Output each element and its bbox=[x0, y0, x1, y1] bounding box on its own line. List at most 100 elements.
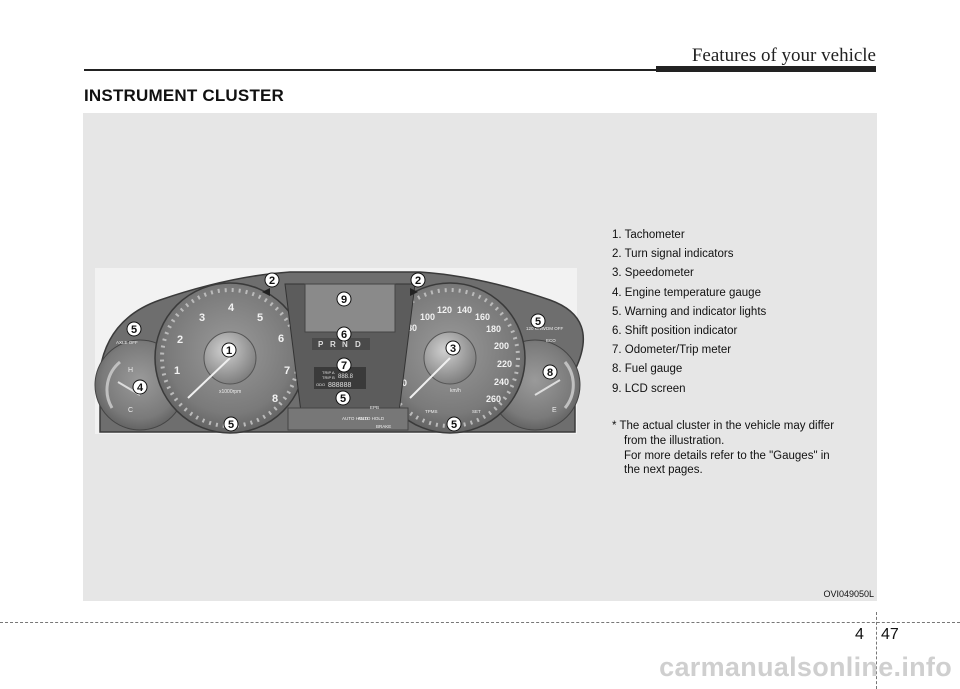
shift-letter: P bbox=[318, 340, 324, 349]
odo-digits: 888888 bbox=[328, 382, 351, 389]
callout-number: 2 bbox=[269, 275, 275, 287]
fuel-e-label: E bbox=[552, 407, 557, 414]
tach-unit: x1000rpm bbox=[219, 389, 241, 395]
callout-marker bbox=[542, 364, 558, 380]
footnote-line: the next pages. bbox=[624, 464, 703, 477]
callout-number: 5 bbox=[451, 419, 457, 431]
callout-number: 5 bbox=[228, 419, 234, 431]
warning-label: EPB bbox=[370, 405, 379, 410]
shift-letter: R bbox=[330, 340, 336, 349]
callout-number: 5 bbox=[340, 393, 346, 405]
legend-item: 9. LCD screen bbox=[612, 382, 686, 395]
fuel-needle bbox=[534, 379, 561, 396]
callout-number: 3 bbox=[450, 343, 456, 355]
turn-left-arrow-icon bbox=[262, 288, 270, 296]
callout-number: 9 bbox=[341, 294, 347, 306]
warning-strip bbox=[287, 407, 409, 431]
callout-marker bbox=[336, 357, 352, 373]
tach-tick-label: 6 bbox=[278, 333, 284, 345]
header-rule bbox=[84, 69, 876, 71]
tach-tick-label: 8 bbox=[272, 393, 278, 405]
temp-c-label: C bbox=[128, 407, 133, 414]
callout-marker bbox=[335, 390, 351, 406]
callout-number: 6 bbox=[341, 329, 347, 341]
speed-tick-label: 120 bbox=[437, 305, 452, 315]
tach-tick-label: 5 bbox=[257, 312, 263, 324]
legend-item: 8. Fuel gauge bbox=[612, 363, 683, 376]
callout-marker bbox=[336, 291, 352, 307]
odo-label: ODO bbox=[316, 382, 325, 387]
footnote-line: from the illustration. bbox=[624, 434, 725, 447]
callout-marker bbox=[445, 340, 461, 356]
trip-a-label: TRIP A bbox=[322, 370, 335, 375]
legend-item: 6. Shift position indicator bbox=[612, 325, 738, 338]
callout-marker bbox=[223, 416, 239, 432]
speed-tick-label: 140 bbox=[457, 305, 472, 315]
shift-letter: D bbox=[355, 340, 361, 349]
warning-label: AUTO HOLD bbox=[342, 416, 369, 421]
temp-h-label: H bbox=[128, 367, 133, 374]
tach-tick-label: 7 bbox=[284, 365, 290, 377]
warning-label: 120 km/h bbox=[526, 326, 545, 331]
footer-rule bbox=[0, 622, 960, 623]
speedometer-needle bbox=[409, 357, 451, 399]
odometer-display bbox=[314, 367, 366, 389]
callout-number: 8 bbox=[547, 367, 553, 379]
shift-indicator bbox=[312, 338, 370, 350]
footer-divider bbox=[876, 612, 877, 689]
speed-unit: km/h bbox=[450, 388, 461, 394]
warning-label: SET bbox=[472, 409, 481, 414]
legend-item: 7. Odometer/Trip meter bbox=[612, 344, 732, 357]
warning-label: ECO bbox=[546, 338, 556, 343]
callout-number: 7 bbox=[341, 360, 347, 372]
legend-item: 4. Engine temperature gauge bbox=[612, 286, 761, 299]
fuel-gauge-arc bbox=[563, 361, 575, 409]
tachometer-needle bbox=[187, 357, 231, 399]
warning-label: VDM OFF bbox=[543, 326, 563, 331]
trip-b-label: TRIP B bbox=[322, 375, 335, 380]
legend-item: 5. Warning and indicator lights bbox=[612, 305, 767, 318]
speed-tick-label: 80 bbox=[407, 323, 417, 333]
callout-marker bbox=[446, 416, 462, 432]
warning-label: BRAKE bbox=[376, 424, 391, 429]
warning-label: TPMS bbox=[425, 409, 438, 414]
speed-tick-label: 260 bbox=[486, 394, 501, 404]
page-header-title: Features of your vehicle bbox=[691, 45, 876, 66]
footnote-line: * The actual cluster in the vehicle may … bbox=[612, 420, 835, 432]
callout-marker bbox=[126, 321, 142, 337]
tach-tick-label: 3 bbox=[199, 312, 205, 324]
trip-digits: 888.8 bbox=[338, 374, 354, 380]
callout-number: 5 bbox=[131, 324, 137, 336]
footnote-line: For more details refer to the "Gauges" i… bbox=[624, 449, 830, 462]
speed-tick-label: 240 bbox=[494, 377, 509, 387]
shift-letter: N bbox=[342, 340, 348, 349]
callout-marker bbox=[530, 313, 546, 329]
footnote: * The actual cluster in the vehicle may … bbox=[612, 419, 877, 478]
figure-code: OVI049050L bbox=[823, 589, 874, 599]
tach-tick-label: 1 bbox=[174, 365, 180, 377]
lcd-screen bbox=[304, 283, 396, 333]
callout-marker bbox=[336, 326, 352, 342]
speed-tick-label: 180 bbox=[486, 324, 501, 334]
speed-tick-label: 160 bbox=[475, 312, 490, 322]
callout-number: 5 bbox=[535, 316, 541, 328]
section-title: INSTRUMENT CLUSTER bbox=[84, 86, 285, 105]
chapter-number: 4 bbox=[855, 626, 864, 643]
callout-number: 4 bbox=[137, 382, 144, 394]
legend-item: 3. Speedometer bbox=[612, 267, 694, 280]
warning-label: AXLE OFF bbox=[116, 340, 138, 345]
tach-tick-label: 4 bbox=[228, 302, 235, 314]
callout-marker bbox=[221, 342, 237, 358]
callout-marker bbox=[132, 379, 148, 395]
callout-number: 2 bbox=[415, 275, 421, 287]
speed-tick-label: 100 bbox=[420, 312, 435, 322]
temp-gauge-arc bbox=[105, 360, 121, 409]
page-number: 47 bbox=[881, 626, 899, 643]
speed-tick-label: 200 bbox=[494, 341, 509, 351]
watermark: carmanualsonline.info bbox=[659, 652, 952, 682]
callout-number: 1 bbox=[226, 345, 232, 357]
warning-label: AUTO HOLD bbox=[358, 416, 385, 421]
turn-right-arrow-icon bbox=[410, 288, 418, 296]
callout-marker bbox=[264, 272, 280, 288]
callout-marker bbox=[410, 272, 426, 288]
